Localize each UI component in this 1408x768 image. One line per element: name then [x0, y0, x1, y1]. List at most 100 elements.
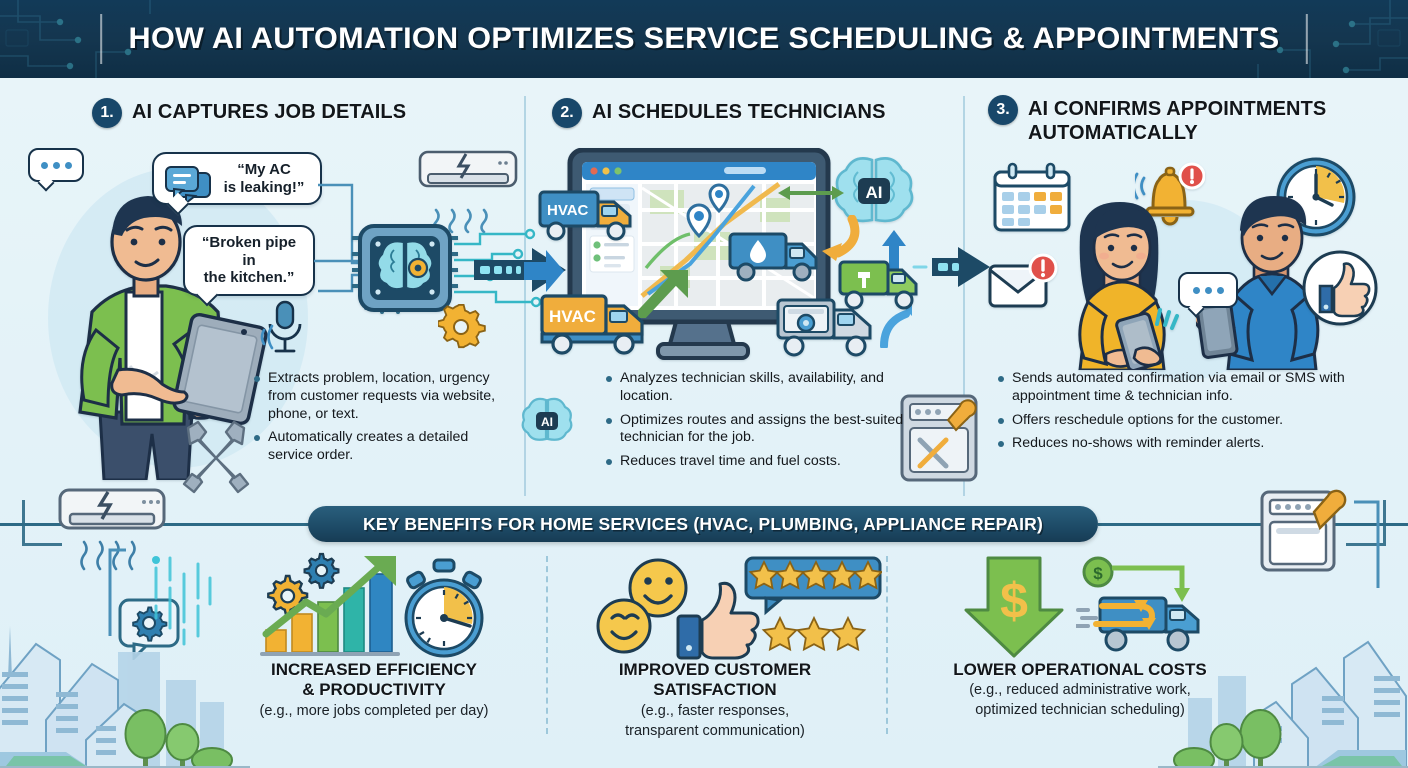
benefit-3: LOWER OPERATIONAL COSTS (e.g., reduced a…	[910, 660, 1250, 720]
benefit-1-title-line1: INCREASED EFFICIENCY	[271, 660, 477, 679]
benefit-1-sub-line1: (e.g., more jobs completed per day)	[259, 702, 489, 719]
bell-notification-icon	[1135, 162, 1205, 226]
benefit-3-sub-line2: optimized technician scheduling)	[975, 702, 1185, 719]
appliance-truck-icon	[776, 298, 872, 357]
tools-wrenches-icon	[182, 420, 250, 494]
cityscape-right-decor	[1158, 640, 1408, 768]
ai-badge-label: AI	[866, 183, 883, 202]
thumbs-up-satisfaction-icon	[676, 581, 760, 660]
stopwatch-icon	[404, 558, 484, 658]
signal-waves-icon	[260, 324, 274, 350]
step-title-1: AI CAPTURES JOB DETAILS	[132, 101, 407, 123]
typing-bubble	[28, 148, 84, 192]
bullet-item: Reduces travel time and fuel costs.	[604, 453, 904, 471]
dot-2-icon	[1204, 286, 1212, 294]
up-arrow-icon	[882, 230, 906, 276]
bullet-item: Sends automated confirmation via email o…	[996, 370, 1396, 406]
calendar-icon	[993, 162, 1071, 232]
thumbs-up-icon	[1302, 250, 1378, 326]
corner-bracket-left	[22, 500, 62, 546]
bar-5	[369, 573, 393, 653]
circuit-pattern-icon	[0, 0, 1408, 78]
benefit-2-title-line2: SATISFACTION	[653, 680, 777, 700]
cost-down-arrow-icon: $	[964, 556, 1064, 658]
benefits-banner: KEY BENEFITS FOR HOME SERVICES (HVAC, PL…	[308, 506, 1098, 542]
bullet-item: Reduces no-shows with reminder alerts.	[996, 435, 1396, 453]
chat-dots-bubble	[1178, 272, 1238, 318]
gear-bubble-icon	[118, 598, 180, 660]
data-stream-decor	[152, 556, 212, 646]
efficiency-chart-icon	[260, 552, 400, 656]
broken-ac-unit-icon	[58, 488, 166, 530]
dollar-coin-label: $	[1093, 564, 1103, 583]
benefit-divider-1	[546, 556, 548, 734]
speech-bubble-pipe: “Broken pipe in the kitchen.”	[183, 225, 315, 307]
step-number-1: 1.	[92, 98, 122, 128]
customer-person-illustration	[78, 196, 268, 480]
step-number-3: 3.	[988, 95, 1018, 125]
bullet-item: Optimizes routes and assigns the best-su…	[604, 412, 904, 448]
stars-top	[748, 559, 882, 590]
cityscape-left-decor	[0, 626, 250, 768]
ai-brain-icon: AI	[834, 157, 914, 223]
step-title-3: AI CONFIRMS APPOINTMENTS AUTOMATICALLY	[1028, 98, 1327, 144]
airflow-squiggle-bottom-icon	[80, 540, 136, 571]
optimized-route-truck-icon: $	[1076, 556, 1200, 652]
benefit-divider-2	[886, 556, 888, 734]
bar-2	[291, 613, 313, 653]
bullet-item: Extracts problem, location, urgency from…	[252, 370, 512, 423]
page-title: HOW AI AUTOMATION OPTIMIZES SERVICE SCHE…	[0, 0, 1408, 78]
dollar-sign-icon: $	[1000, 573, 1028, 629]
dot-1-icon	[40, 161, 48, 169]
step-heading-2: 2. AI SCHEDULES TECHNICIANS	[552, 98, 962, 128]
customer-woman-illustration	[1078, 202, 1179, 370]
bullet-item: Analyzes technician skills, availability…	[604, 370, 904, 406]
benefit-2-sub-line1: (e.g., faster responses,	[640, 702, 790, 719]
speech-bubble-ac: “My AC is leaking!”	[152, 152, 322, 216]
microphone-icon	[268, 300, 302, 353]
bullet-item: Offers reschedule options for the custom…	[996, 412, 1396, 430]
email-icon	[988, 253, 1058, 308]
header-bar: HOW AI AUTOMATION OPTIMIZES SERVICE SCHE…	[0, 0, 1408, 78]
benefit-2-sub-line2: transparent communication)	[625, 722, 805, 739]
dot-3-icon	[64, 161, 72, 169]
dot-2-icon	[52, 161, 60, 169]
ai-brain-small-icon: AI	[521, 397, 573, 441]
stove-repair-icon	[1260, 489, 1347, 572]
appliance-repair-icon	[900, 394, 978, 482]
flow-arrow-in-icon	[524, 250, 564, 292]
benefit-2: IMPROVED CUSTOMER SATISFACTION (e.g., fa…	[560, 660, 870, 741]
corner-bracket-right	[1346, 500, 1386, 546]
column-divider-2	[963, 96, 965, 496]
truck-label-hvac-1: HVAC	[547, 202, 589, 219]
star-rating-icon	[744, 556, 882, 652]
technician-man-illustration	[1196, 196, 1320, 370]
dot-1-icon	[1192, 286, 1200, 294]
step-3-bullets: Sends automated confirmation via email o…	[996, 370, 1396, 459]
plumbing-truck-icon	[728, 232, 818, 282]
ac-unit-icon	[418, 150, 518, 188]
ai-chip-icon	[352, 224, 458, 314]
orange-curve-arrow-icon	[822, 215, 860, 261]
truck-label-hvac-2: HVAC	[549, 307, 596, 326]
step-number-2: 2.	[552, 98, 582, 128]
step-heading-1: 1. AI CAPTURES JOB DETAILS	[92, 98, 512, 128]
bracket-decor-left	[108, 548, 126, 636]
flow-arrow-1-icon	[474, 248, 566, 292]
benefit-3-sub-line1: (e.g., reduced administrative work,	[969, 682, 1191, 699]
column-divider-1	[524, 96, 526, 496]
hvac-truck-orange-icon: HVAC	[540, 294, 644, 355]
green-truck-icon	[838, 260, 918, 310]
benefit-1: INCREASED EFFICIENCY & PRODUCTIVITY (e.g…	[200, 660, 548, 721]
bidirectional-arrow-icon	[778, 186, 844, 200]
stars-bottom	[761, 615, 867, 652]
gear-icon	[438, 304, 486, 349]
ai-badge-small-label: AI	[541, 415, 553, 429]
route-growth-arrow-icon	[638, 270, 688, 318]
benefit-2-title-line1: IMPROVED CUSTOMER	[618, 660, 812, 679]
dot-3-icon	[1216, 286, 1224, 294]
hvac-truck-blue-icon: HVAC	[538, 190, 632, 241]
step-title-2: AI SCHEDULES TECHNICIANS	[592, 101, 886, 123]
bracket-decor-right	[1354, 500, 1380, 588]
